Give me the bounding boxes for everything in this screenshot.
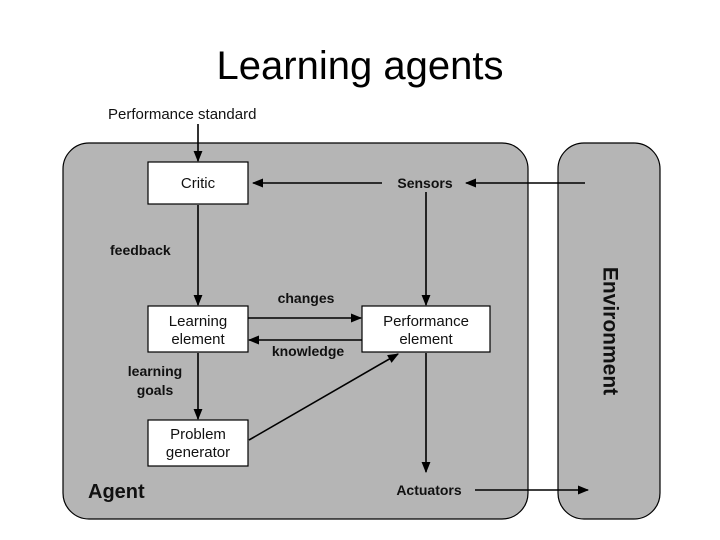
generator-to-performance-arrow	[248, 353, 399, 441]
learning-goals-label-line2: goals	[137, 382, 174, 398]
problem-generator-label-line2: generator	[166, 444, 230, 461]
critic-label: Critic	[181, 175, 216, 192]
learning-element-box: Learning element	[147, 305, 249, 353]
changes-label: changes	[278, 290, 335, 306]
performance-standard-label: Performance standard	[108, 106, 256, 123]
actuators-label: Actuators	[396, 482, 462, 498]
learning-element-label-line2: element	[171, 331, 225, 348]
learning-goals-label-line1: learning	[128, 363, 182, 379]
performance-element-box: Performance element	[361, 305, 491, 353]
slide-title: Learning agents	[216, 44, 504, 88]
sensors-label: Sensors	[397, 175, 452, 191]
agent-label: Agent	[88, 481, 145, 503]
performance-element-label-line1: Performance	[383, 313, 469, 330]
performance-element-label-line2: element	[399, 331, 453, 348]
learning-element-label-line1: Learning	[169, 313, 227, 330]
problem-generator-label-line1: Problem	[170, 426, 226, 443]
environment-label: Environment	[598, 267, 621, 395]
critic-box: Critic	[147, 161, 249, 205]
knowledge-label: knowledge	[272, 343, 345, 359]
problem-generator-box: Problem generator	[147, 419, 249, 467]
feedback-label: feedback	[110, 242, 171, 258]
environment-region	[557, 142, 661, 520]
